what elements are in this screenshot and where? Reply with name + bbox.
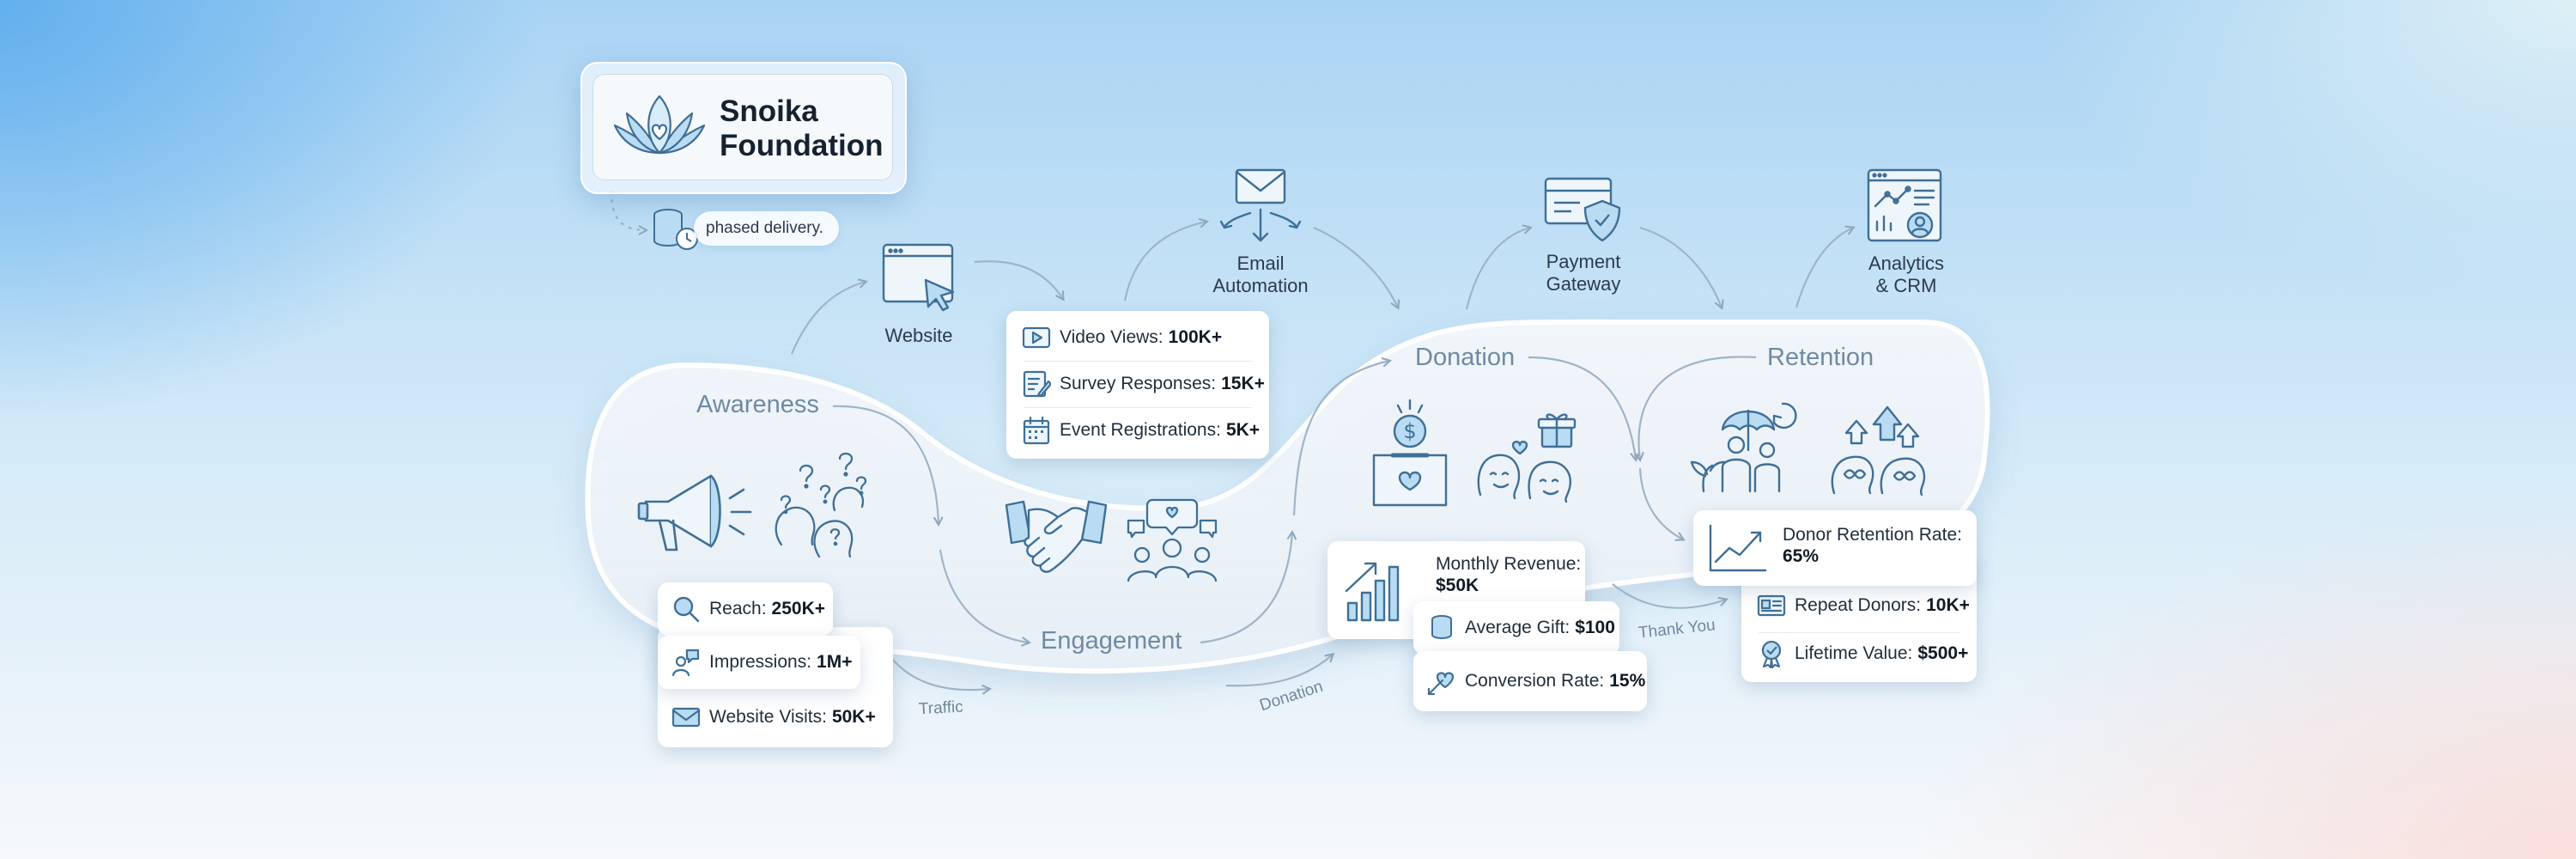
tool-label-payment: Payment Gateway bbox=[1546, 251, 1621, 295]
flow-label-traffic: Traffic bbox=[918, 698, 964, 719]
protected-family-icon bbox=[1690, 402, 1797, 493]
bar-chart-icon bbox=[1345, 562, 1400, 622]
metric-label: Repeat Donors: bbox=[1795, 595, 1922, 615]
award-icon bbox=[1761, 640, 1782, 668]
metric-label: Reach: bbox=[709, 599, 767, 618]
handshake-icon bbox=[1005, 500, 1108, 573]
metric-website-visits: Website Visits:50K+ bbox=[671, 703, 876, 732]
metric-label: Video Views: bbox=[1060, 327, 1163, 347]
engagement-metrics-panel: Video Views:100K+ Survey Responses:15K+ … bbox=[1006, 311, 1269, 459]
metric-label: Event Registrations: bbox=[1060, 420, 1221, 440]
metric-value: 50K+ bbox=[831, 707, 876, 727]
metric-value: 15% bbox=[1609, 671, 1646, 691]
metric-value: $100 bbox=[1575, 618, 1615, 637]
coins-icon bbox=[1431, 615, 1452, 640]
survey-icon bbox=[1023, 370, 1051, 398]
analytics-crm-icon bbox=[1867, 168, 1942, 242]
id-card-icon bbox=[1757, 594, 1786, 617]
metric-label: Donor Retention Rate: bbox=[1783, 525, 1962, 545]
magnifier-icon bbox=[673, 596, 700, 623]
svg-text:$: $ bbox=[1403, 419, 1416, 443]
envelope-icon bbox=[671, 707, 701, 728]
donation-box-icon: $ bbox=[1372, 399, 1448, 507]
trend-line-icon bbox=[1709, 524, 1767, 572]
curious-people-icon bbox=[775, 452, 867, 558]
play-icon bbox=[1022, 326, 1051, 349]
brand-name: Snoika Foundation bbox=[720, 94, 884, 162]
metric-monthly-revenue: Monthly Revenue: $50K bbox=[1436, 553, 1581, 596]
stage-donation: Donation bbox=[1415, 344, 1516, 371]
metric-label: Website Visits: bbox=[709, 707, 827, 727]
calendar-icon bbox=[1023, 416, 1050, 445]
metric-card-impressions: Impressions:1M+ bbox=[658, 636, 860, 689]
metric-value: $50K bbox=[1436, 576, 1479, 595]
stage-engagement: Engagement bbox=[1041, 627, 1182, 655]
metric-label: Survey Responses: bbox=[1060, 374, 1217, 393]
heart-arrow-icon bbox=[1427, 672, 1455, 696]
divider bbox=[1759, 632, 1959, 633]
stage-awareness: Awareness bbox=[696, 391, 819, 418]
metric-card-conversion-rate: Conversion Rate:15% bbox=[1413, 651, 1647, 711]
metric-value: 100K+ bbox=[1168, 327, 1223, 347]
tool-label-website: Website bbox=[884, 325, 953, 346]
metric-value: 5K+ bbox=[1225, 420, 1261, 440]
person-chat-icon bbox=[671, 649, 700, 677]
lotus-icon bbox=[613, 94, 706, 155]
megaphone-icon bbox=[637, 474, 752, 551]
payment-card-shield-icon bbox=[1544, 177, 1621, 242]
metric-label: Conversion Rate: bbox=[1465, 671, 1605, 691]
logo-card bbox=[592, 74, 893, 180]
metric-label: Monthly Revenue: bbox=[1436, 554, 1582, 574]
metric-donor-retention: Donor Retention Rate: 65% bbox=[1783, 524, 1962, 567]
metric-label: Lifetime Value: bbox=[1795, 643, 1913, 663]
metric-value: 250K+ bbox=[771, 599, 826, 618]
phased-delivery-note: phased delivery. bbox=[694, 211, 839, 246]
metric-value: $500+ bbox=[1917, 643, 1969, 663]
browser-cursor-icon bbox=[882, 243, 955, 312]
community-chat-icon bbox=[1127, 498, 1218, 582]
metric-label: Impressions: bbox=[709, 652, 812, 672]
tool-label-email: Email Automation bbox=[1212, 253, 1309, 296]
metric-value: 15K+ bbox=[1221, 374, 1265, 393]
stage-retention: Retention bbox=[1767, 344, 1874, 371]
metric-card-reach: Reach:250K+ bbox=[658, 582, 833, 636]
tool-label-analytics: Analytics & CRM bbox=[1868, 253, 1945, 296]
email-automation-icon bbox=[1219, 168, 1302, 242]
metric-value: 65% bbox=[1783, 546, 1820, 566]
metric-value: 1M+ bbox=[817, 652, 853, 672]
metric-card-donor-retention: Donor Retention Rate: 65% bbox=[1693, 510, 1977, 586]
metric-card-average-gift: Average Gift:$100 bbox=[1413, 601, 1619, 655]
metric-value: 10K+ bbox=[1926, 595, 1970, 615]
metric-label: Average Gift: bbox=[1465, 618, 1571, 637]
divider bbox=[1024, 361, 1252, 362]
growth-people-icon bbox=[1831, 405, 1926, 497]
grateful-faces-icon bbox=[1477, 413, 1577, 503]
divider bbox=[1024, 407, 1252, 408]
coins-clock-icon bbox=[653, 209, 698, 250]
